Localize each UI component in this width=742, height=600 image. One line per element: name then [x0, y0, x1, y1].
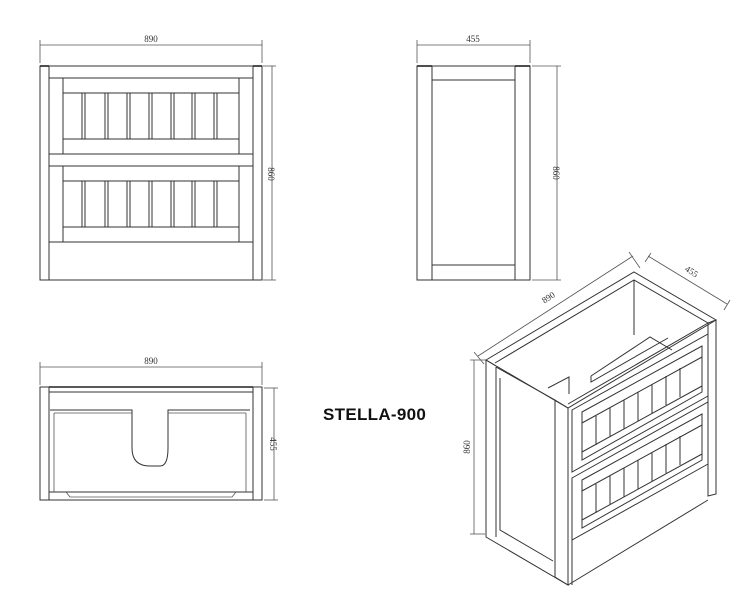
front-width-dim: 890 [144, 34, 158, 44]
top-width-dim: 890 [144, 356, 158, 366]
iso-view: 890 455 860 [462, 251, 731, 586]
top-view: 890 455 [39, 356, 278, 501]
product-title: STELLA-900 [323, 405, 427, 424]
front-height-dim: 860 [266, 167, 276, 181]
iso-height-dim: 860 [462, 440, 472, 454]
top-depth-dim: 455 [268, 437, 278, 451]
front-view: 890 860 [39, 34, 276, 281]
side-height-dim: 860 [551, 166, 561, 180]
iso-width-dim: 890 [540, 289, 557, 305]
side-view: 455 860 [416, 34, 561, 281]
iso-depth-dim: 455 [683, 264, 700, 280]
side-width-dim: 455 [466, 34, 480, 44]
